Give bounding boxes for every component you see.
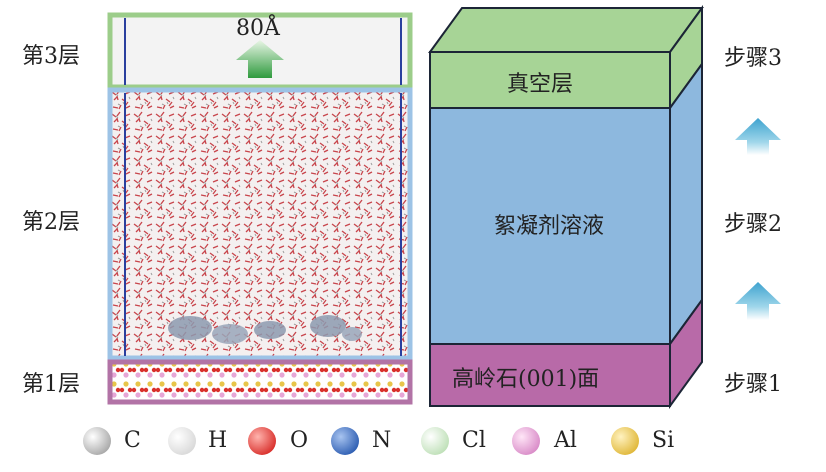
solution-layer-face: [429, 107, 671, 345]
step1-label: 步骤1: [724, 372, 782, 397]
step-arrow-lower-icon: [735, 282, 781, 320]
legend-c-sphere: [83, 427, 111, 455]
legend-si-sphere: [611, 427, 639, 455]
vacuum-arrow-icon: [236, 40, 284, 78]
step2-label: 步骤2: [724, 212, 782, 237]
legend-o-sphere: [248, 427, 276, 455]
legend-c-label: C: [124, 428, 141, 453]
legend-al-sphere: [512, 427, 540, 455]
step3-label: 步骤3: [724, 46, 782, 71]
legend-cl-sphere: [421, 427, 449, 455]
flocculant-molecules: [168, 315, 362, 344]
vacuum-height-label: 80Å: [236, 16, 280, 41]
legend-cl-label: Cl: [462, 428, 486, 453]
kaolinite-layer-label: 高岭石(001)面: [452, 367, 600, 392]
layer3-label: 第3层: [22, 44, 80, 69]
legend-o-label: O: [290, 428, 309, 453]
layer1-label: 第1层: [22, 372, 80, 397]
legend-n-sphere: [331, 427, 359, 455]
layer2-frame: [107, 87, 413, 361]
block-top-face: [428, 7, 704, 53]
step-arrow-upper-icon: [735, 118, 781, 155]
legend-si-label: Si: [652, 428, 675, 453]
legend-al-label: Al: [554, 428, 577, 453]
solution-layer-label: 絮凝剂溶液: [494, 214, 605, 239]
legend-n-label: N: [372, 428, 392, 453]
legend-h-label: H: [208, 428, 228, 453]
layer1-frame: [107, 359, 413, 405]
vacuum-layer-label: 真空层: [507, 72, 574, 97]
layer2-label: 第2层: [22, 210, 80, 235]
legend-h-sphere: [168, 427, 196, 455]
